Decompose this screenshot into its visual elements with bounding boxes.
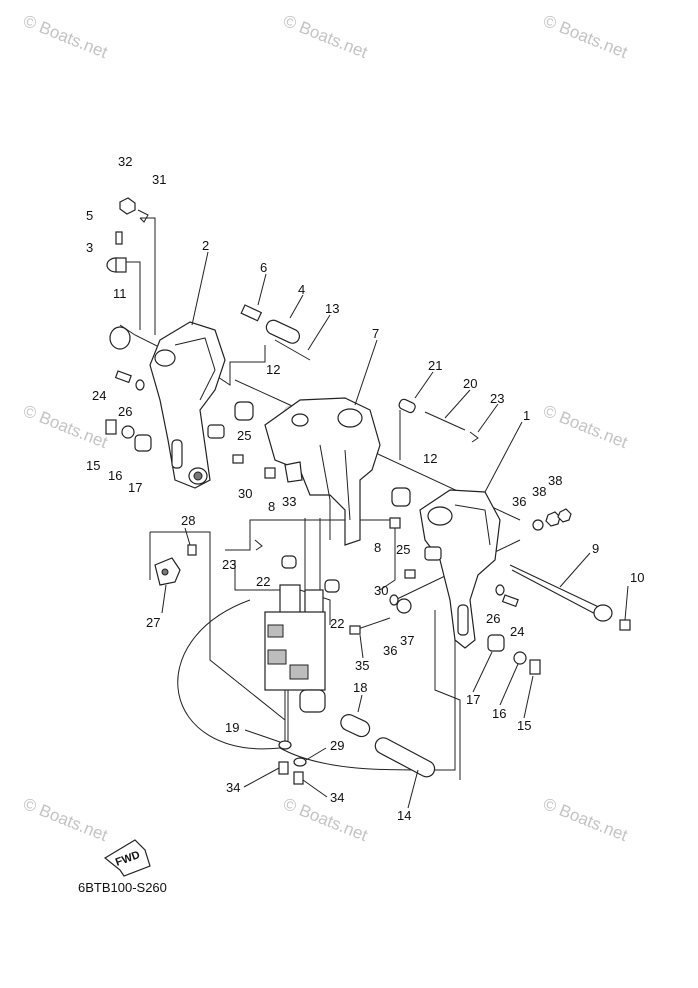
- callout-2: 2: [202, 238, 209, 253]
- right-clamp-bracket: [419, 489, 501, 649]
- left-clamp-bracket: [149, 321, 226, 489]
- callout-30: 30: [238, 486, 252, 501]
- callout-7: 7: [372, 326, 379, 341]
- callout-29: 29: [330, 738, 344, 753]
- callout-21: 21: [428, 358, 442, 373]
- tilt-cylinder-unit: [264, 584, 326, 745]
- callout-34: 34: [330, 790, 344, 805]
- watermark: © Boats.net: [21, 401, 111, 452]
- diagram-code: 6BTB100-S260: [78, 880, 167, 895]
- watermark: © Boats.net: [281, 794, 371, 845]
- callout-15: 15: [86, 458, 100, 473]
- callout-27: 27: [146, 615, 160, 630]
- callout-36: 36: [512, 494, 526, 509]
- callout-17: 17: [128, 480, 142, 495]
- callout-4: 4: [298, 282, 305, 297]
- callout-3: 3: [86, 240, 93, 255]
- watermark: © Boats.net: [541, 401, 631, 452]
- callout-32: 32: [118, 154, 132, 169]
- callout-10: 10: [630, 570, 644, 585]
- callout-37: 37: [400, 633, 414, 648]
- leader-lines: [191, 251, 629, 621]
- callout-13: 13: [325, 301, 339, 316]
- callout-23: 23: [222, 557, 236, 572]
- callout-14: 14: [397, 808, 411, 823]
- callout-33: 33: [282, 494, 296, 509]
- callout-8: 8: [268, 499, 275, 514]
- fwd-arrow-icon: FWD: [103, 839, 151, 877]
- callout-11: 11: [113, 286, 127, 301]
- callout-24: 24: [510, 624, 524, 639]
- callout-30: 30: [374, 583, 388, 598]
- callout-8: 8: [374, 540, 381, 555]
- callout-22: 22: [256, 574, 270, 589]
- callout-17: 17: [466, 692, 480, 707]
- callout-6: 6: [260, 260, 267, 275]
- callout-28: 28: [181, 513, 195, 528]
- callout-5: 5: [86, 208, 93, 223]
- callout-1: 1: [523, 408, 530, 423]
- callout-12: 12: [266, 362, 280, 377]
- callout-9: 9: [592, 541, 599, 556]
- callout-23: 23: [490, 391, 504, 406]
- callout-25: 25: [396, 542, 410, 557]
- watermark: © Boats.net: [541, 11, 631, 62]
- watermark: © Boats.net: [21, 11, 111, 62]
- callout-19: 19: [225, 720, 239, 735]
- callout-25: 25: [237, 428, 251, 443]
- callout-20: 20: [463, 376, 477, 391]
- callout-38: 38: [548, 473, 562, 488]
- watermark: © Boats.net: [541, 794, 631, 845]
- callout-16: 16: [108, 468, 122, 483]
- callout-35: 35: [355, 658, 369, 673]
- callout-labels: 32 31 5 3 2 11 6 4 13 7 24 26 15 16 17 1…: [86, 154, 644, 823]
- callout-12: 12: [423, 451, 437, 466]
- small-parts: [105, 197, 631, 785]
- callout-22: 22: [330, 616, 344, 631]
- lower-leader-lines: [161, 527, 534, 809]
- callout-15: 15: [517, 718, 531, 733]
- swivel-bracket: [264, 397, 381, 546]
- callout-36: 36: [383, 643, 397, 658]
- callout-26: 26: [118, 404, 132, 419]
- callout-18: 18: [353, 680, 367, 695]
- callout-26: 26: [486, 611, 500, 626]
- callout-16: 16: [492, 706, 506, 721]
- watermark: © Boats.net: [21, 794, 111, 845]
- callout-34: 34: [226, 780, 240, 795]
- watermark: © Boats.net: [281, 11, 371, 62]
- callout-31: 31: [152, 172, 166, 187]
- callout-38: 38: [532, 484, 546, 499]
- callout-24: 24: [92, 388, 106, 403]
